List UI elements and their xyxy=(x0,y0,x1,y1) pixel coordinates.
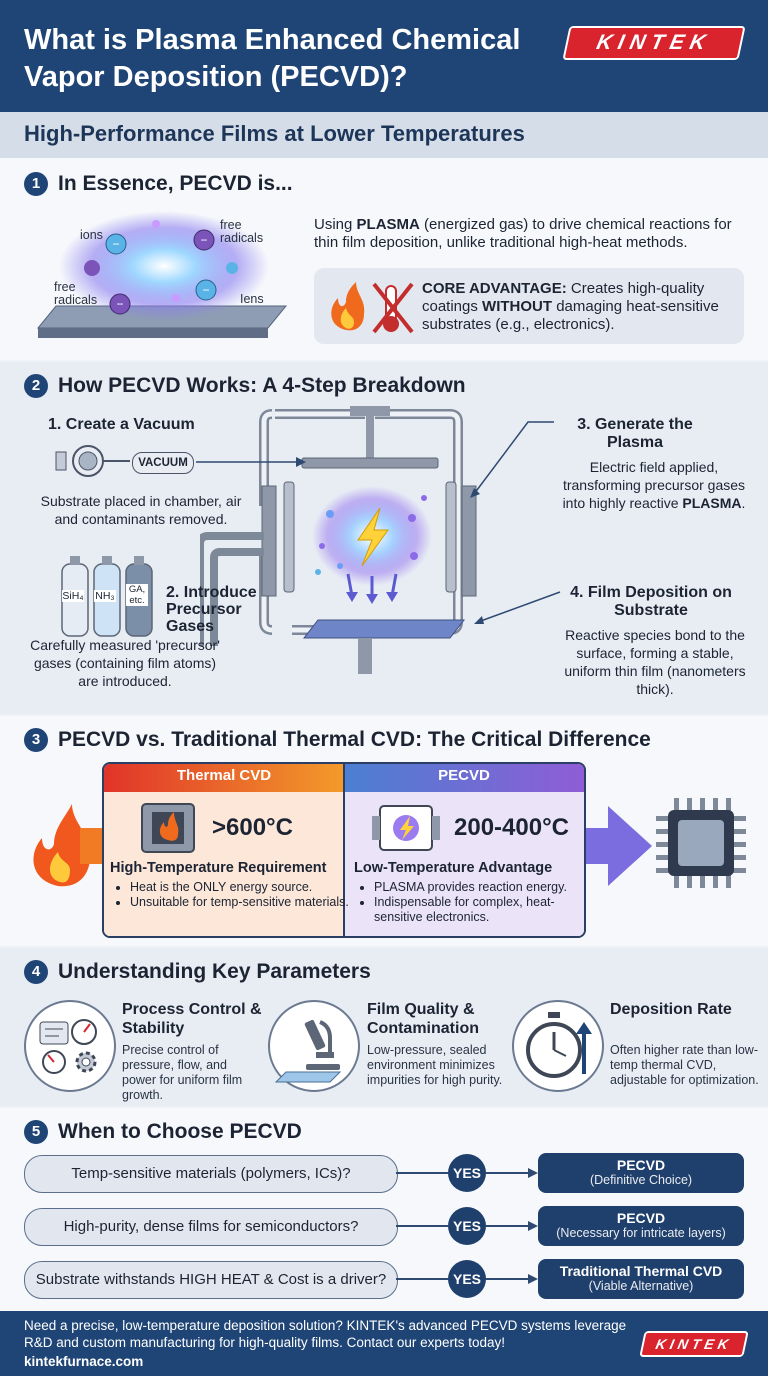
pointer-line xyxy=(474,591,561,624)
svg-text:−: − xyxy=(112,237,119,251)
pecvd-label: PECVD xyxy=(438,767,490,784)
step-2-title: 2. Introduce Precursor Gases xyxy=(166,584,257,635)
param-description: Low-pressure, sealed environment minimiz… xyxy=(367,1043,503,1087)
label-ions: ions xyxy=(80,228,103,242)
furnace-icon xyxy=(141,803,195,853)
section-number: 3 xyxy=(24,728,48,752)
step-2-description: Carefully measured 'precursor' gases (co… xyxy=(30,637,220,689)
brand-logo: KINTEK xyxy=(562,26,746,60)
core-advantage-text: CORE ADVANTAGE: Creates high-quality coa… xyxy=(422,280,719,333)
result-title: Traditional Thermal CVD xyxy=(559,1263,723,1279)
step-3-description: Electric field applied, transforming pre… xyxy=(562,459,746,511)
gas-label: GA, etc. xyxy=(126,584,148,606)
pecvd-chamber-diagram xyxy=(200,406,477,674)
step-4-description: Reactive species bond to the surface, fo… xyxy=(564,627,746,697)
param-title: Film Quality & Contamination xyxy=(367,1001,479,1037)
divider xyxy=(343,764,345,936)
decision-result: Traditional Thermal CVD (Viable Alternat… xyxy=(538,1259,744,1299)
plasma-chamber-icon xyxy=(372,805,440,851)
result-note: (Viable Alternative) xyxy=(588,1279,694,1293)
section-number: 2 xyxy=(24,374,48,398)
yes-badge: YES xyxy=(448,1154,486,1192)
param-description: Often higher rate than low-temp thermal … xyxy=(610,1043,759,1087)
step-1-description: Substrate placed in chamber, air and con… xyxy=(40,493,242,527)
thermal-subtitle: High-Temperature Requirement xyxy=(110,860,327,876)
section-number: 5 xyxy=(24,1120,48,1144)
pointer-line xyxy=(470,421,554,498)
label-ions: Iens xyxy=(240,292,264,306)
step-1-title: 1. Create a Vacuum xyxy=(48,416,195,433)
result-title: PECVD xyxy=(616,1210,666,1226)
plasma-illustration: − − − − xyxy=(36,211,288,338)
bullet: Heat is the ONLY energy source. xyxy=(130,880,354,895)
arrow-stem xyxy=(80,828,104,864)
page-title: What is Plasma Enhanced Chemical Vapor D… xyxy=(24,24,521,93)
connector-line xyxy=(396,1278,448,1280)
result-note: (Definitive Choice) xyxy=(589,1173,693,1187)
param-description: Precise control of pressure, flow, and p… xyxy=(122,1043,243,1102)
gas-label: SiH₄ xyxy=(62,590,84,602)
flame-thermometer-crossed-icon xyxy=(331,282,414,334)
page-subtitle: High-Performance Films at Lower Temperat… xyxy=(24,121,525,146)
decision-result: PECVD (Definitive Choice) xyxy=(538,1153,744,1193)
vacuum-pump-icon xyxy=(55,445,130,477)
arrow-icon xyxy=(486,1168,538,1178)
thermal-cvd-label: Thermal CVD xyxy=(176,767,272,784)
arrow-icon xyxy=(196,457,306,467)
thermal-temperature: >600°C xyxy=(212,814,293,841)
decision-question: Temp-sensitive materials (polymers, ICs)… xyxy=(24,1155,398,1193)
section-number: 1 xyxy=(24,172,48,196)
bullet: PLASMA provides reaction energy. xyxy=(374,880,594,895)
pecvd-temperature: 200-400°C xyxy=(454,814,570,841)
section-title: How PECVD Works: A 4-Step Breakdown xyxy=(58,374,466,397)
section-title: PECVD vs. Traditional Thermal CVD: The C… xyxy=(58,728,651,751)
microscope-icon xyxy=(268,1000,360,1092)
footer-link[interactable]: kintekfurnace.com xyxy=(24,1354,144,1369)
arrow-icon xyxy=(486,1221,538,1231)
footer-text: Need a precise, low-temperature depositi… xyxy=(24,1318,627,1350)
essence-description: Using PLASMA (energized gas) to drive ch… xyxy=(314,216,732,251)
pecvd-bullets: PLASMA provides reaction energy. Indispe… xyxy=(358,880,594,925)
subtitle-band xyxy=(0,112,768,158)
svg-text:−: − xyxy=(202,283,209,297)
decision-question: High-purity, dense films for semiconduct… xyxy=(24,1208,398,1246)
arrow-head xyxy=(608,806,652,886)
yes-badge: YES xyxy=(448,1207,486,1245)
section-title: Understanding Key Parameters xyxy=(58,960,371,983)
section-number: 4 xyxy=(24,960,48,984)
result-title: PECVD xyxy=(616,1157,666,1173)
result-note: (Necessary for intricate layers) xyxy=(556,1226,726,1240)
arrow-icon xyxy=(486,1274,538,1284)
label-free-radicals: free radicals xyxy=(220,218,264,245)
svg-text:−: − xyxy=(200,233,207,247)
section-title: In Essence, PECVD is... xyxy=(58,172,293,195)
decision-question: Substrate withstands HIGH HEAT & Cost is… xyxy=(24,1261,398,1299)
pecvd-header-bg xyxy=(344,764,584,792)
param-title: Process Control & Stability xyxy=(122,1001,262,1037)
fire-icon xyxy=(33,804,91,887)
vacuum-tag: VACUUM xyxy=(132,452,194,474)
label-free-radicals: free radicals xyxy=(54,280,98,307)
decision-result: PECVD (Necessary for intricate layers) xyxy=(538,1206,744,1246)
connector-line xyxy=(396,1225,448,1227)
connector-line xyxy=(396,1172,448,1174)
thermal-bullets: Heat is the ONLY energy source. Unsuitab… xyxy=(114,880,354,910)
param-title: Deposition Rate xyxy=(610,1001,732,1018)
footer-logo: KINTEK xyxy=(639,1331,749,1357)
footer-banner xyxy=(0,1311,768,1376)
stopwatch-icon xyxy=(512,1000,604,1092)
section-title: When to Choose PECVD xyxy=(58,1120,302,1143)
yes-badge: YES xyxy=(448,1260,486,1298)
control-panel-icon xyxy=(24,1000,116,1092)
microchip-icon xyxy=(656,798,746,888)
bullet: Unsuitable for temp-sensitive materials. xyxy=(130,895,354,910)
svg-text:−: − xyxy=(116,297,123,311)
bullet: Indispensable for complex, heat-sensitiv… xyxy=(374,895,594,925)
gas-label: NH₃ xyxy=(94,590,116,602)
step-3-title: 3. Generate the Plasma xyxy=(577,416,693,451)
pecvd-subtitle: Low-Temperature Advantage xyxy=(354,860,553,876)
section-parameters xyxy=(0,948,768,1106)
thermal-header-bg xyxy=(104,764,344,792)
step-4-title: 4. Film Deposition on Substrate xyxy=(570,584,732,619)
